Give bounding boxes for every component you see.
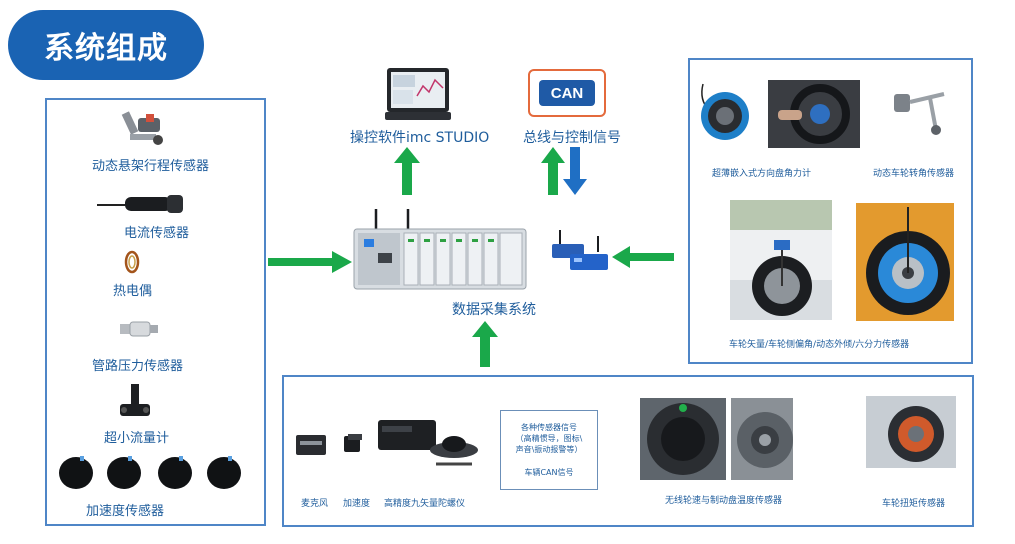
bottom-sensor-panel <box>282 375 974 527</box>
right-label-steering: 超薄嵌入式方向盘角力计 <box>712 169 812 179</box>
left-label-pressure: 管路压力传感器 <box>92 359 184 374</box>
arrow-up-to-software <box>394 147 420 195</box>
steering-wheel-photo <box>768 80 860 148</box>
wireless-wheel-photo <box>640 398 726 480</box>
left-label-flowmeter: 超小流量计 <box>104 431 170 446</box>
left-label-thermocouple: 热电偶 <box>113 284 153 299</box>
pressure-sensor-image <box>120 321 158 337</box>
bottom-label-mic: 麦克风 <box>301 499 329 509</box>
page-title: 系统组成 <box>8 10 204 80</box>
suspension-sensor-image <box>121 111 163 145</box>
signal-box: 各种传感器信号 （高精惯导，图标\ 声音\振动报警等） 车辆CAN信号 <box>500 410 598 490</box>
steering-dynamometer-image <box>701 83 749 140</box>
accelerometer-images <box>59 456 241 489</box>
arrow-up-to-bus <box>541 147 565 195</box>
bus-signal-label: 总线与控制信号 <box>523 130 621 146</box>
can-interface-image <box>552 230 608 270</box>
software-laptop-image <box>385 68 451 120</box>
bottom-label-accel: 加速度 <box>343 499 371 509</box>
bottom-label-gyro: 高精度九矢量陀螺仪 <box>384 499 466 509</box>
car-wheel-vector-photo <box>730 200 832 320</box>
bottom-label-wireless: 无线轮速与制动盘温度传感器 <box>665 496 783 506</box>
microphone-image <box>296 435 326 455</box>
daq-system-image <box>353 209 527 290</box>
signal-box-line1: 各种传感器信号 <box>521 423 577 432</box>
flow-meter-image <box>120 384 150 416</box>
gyro-image <box>378 420 478 466</box>
signal-box-line3: 声音\振动报警等） <box>515 445 583 454</box>
car-wheel-force-photo <box>856 203 954 321</box>
current-sensor-image <box>97 195 183 213</box>
left-sensor-panel <box>45 98 266 526</box>
bottom-label-torque: 车轮扭矩传感器 <box>882 499 946 509</box>
can-logo-text: CAN <box>550 84 584 102</box>
daq-label: 数据采集系统 <box>452 302 536 318</box>
brake-disc-photo <box>731 398 793 480</box>
can-logo-inner: CAN <box>539 80 595 106</box>
signal-box-line2: （高精惯导，图标\ <box>515 434 583 443</box>
software-label: 操控软件imc STUDIO <box>350 130 490 146</box>
arrow-up-bottom-to-daq <box>472 321 498 367</box>
accel-cube-image <box>344 434 362 452</box>
torque-sensor-photo <box>866 396 956 468</box>
right-label-wheel-angle: 动态车轮转角传感器 <box>873 169 955 179</box>
wheel-angle-sensor-image <box>894 92 945 135</box>
left-label-suspension: 动态悬架行程传感器 <box>92 159 210 174</box>
arrow-down-from-bus <box>563 147 587 195</box>
left-label-accelerometer: 加速度传感器 <box>86 504 165 519</box>
thermocouple-image <box>124 250 140 274</box>
left-label-current: 电流传感器 <box>124 226 190 241</box>
can-logo: CAN <box>528 69 606 117</box>
arrow-left-right-panel-to-daq <box>612 246 674 268</box>
right-label-wheel-vector: 车轮矢量/车轮侧偏角/动态外倾/六分力传感器 <box>729 340 910 350</box>
arrow-right-left-to-daq <box>268 251 352 273</box>
signal-box-line4: 车辆CAN信号 <box>524 468 574 477</box>
